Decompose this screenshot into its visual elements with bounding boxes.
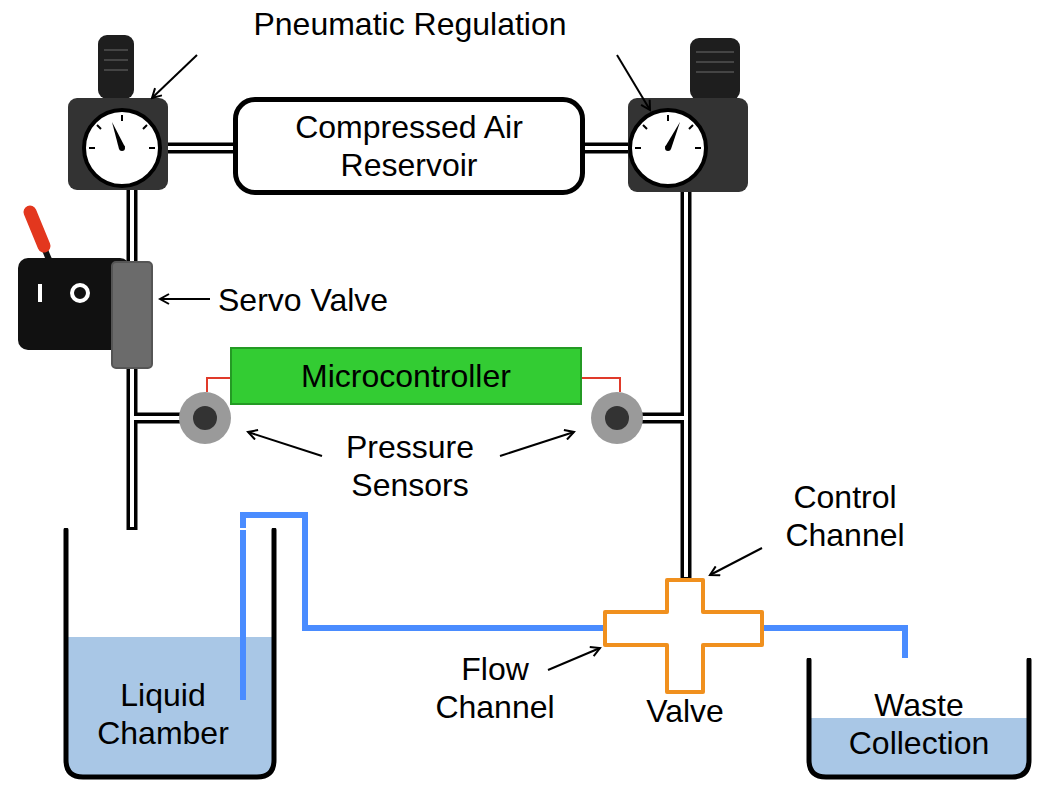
- waste-container: Waste Collection: [806, 658, 1032, 780]
- pointer-arrow: [152, 55, 762, 670]
- node-text: Microcontroller: [301, 357, 511, 395]
- node-text: Compressed Air Reservoir: [248, 108, 570, 184]
- pressure-regulator: [68, 35, 168, 190]
- pressure-regulator: [628, 38, 748, 192]
- callout-label: Pressure Sensors: [320, 428, 500, 504]
- reservoir-box: Compressed Air Reservoir: [233, 97, 585, 195]
- callout-label: Servo Valve: [218, 281, 438, 319]
- callout-label: Flow Channel: [420, 650, 570, 726]
- node-text: Liquid Chamber: [93, 676, 233, 752]
- callout-label: Control Channel: [770, 478, 920, 554]
- callout-label: Valve: [635, 692, 735, 730]
- callout-label: Pneumatic Regulation: [200, 5, 620, 43]
- liquid-chamber: Liquid Chamber: [63, 528, 277, 780]
- air-pipes: [132, 148, 686, 580]
- servo-valve: [18, 212, 152, 368]
- valve-cross: [605, 580, 762, 692]
- node-text: Waste Collection: [829, 686, 1009, 762]
- dip-tube: [240, 530, 246, 700]
- microcontroller-box: Microcontroller: [230, 347, 582, 405]
